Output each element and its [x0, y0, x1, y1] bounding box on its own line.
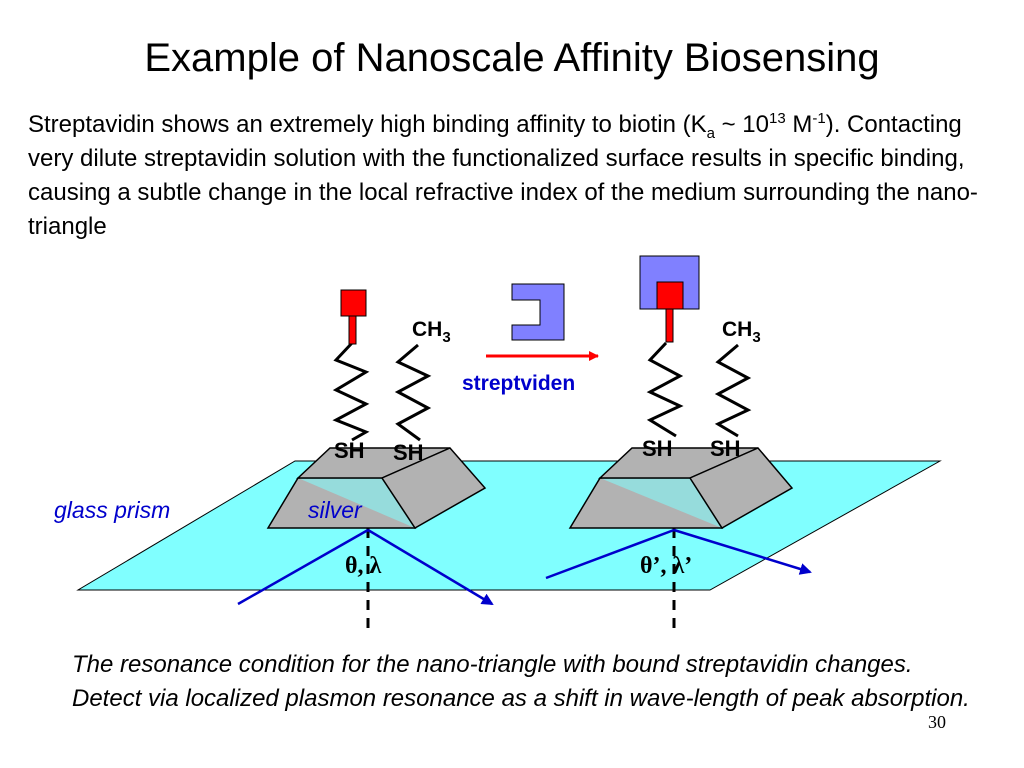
left-biotin-head [340, 289, 367, 317]
left-sh-label-1: SH [334, 438, 365, 463]
left-angle-label: θ, λ [345, 553, 382, 579]
right-linker-biotin [646, 341, 684, 438]
glass-prism-label: glass prism [54, 497, 170, 523]
right-biotin-head [656, 281, 684, 310]
left-silver-triangle [266, 447, 487, 530]
intro-paragraph: Streptavidin shows an extremely high bin… [28, 108, 1008, 244]
slide-title: Example of Nanoscale Affinity Biosensing [144, 36, 880, 80]
paragraph-part3: M [785, 111, 813, 138]
right-ch3-label: CH3 [722, 318, 761, 346]
streptavidin-free [511, 283, 565, 341]
right-silver-triangle [568, 447, 794, 530]
right-incident-beam [545, 528, 675, 580]
left-ch3-label: CH3 [412, 318, 451, 346]
paragraph-part4: ). Contacting very dilute streptavidin s… [28, 111, 978, 240]
right-angle-label: θ’, λ’ [640, 553, 692, 579]
left-reflected-beam [367, 528, 494, 606]
exponent-13: 13 [769, 110, 786, 127]
ka-subscript: a [706, 124, 715, 142]
right-reflected-beam [673, 528, 812, 575]
paragraph-part1: Streptavidin shows an extremely high bin… [28, 111, 707, 138]
left-incident-beam [237, 528, 369, 606]
glass-prism [76, 460, 942, 591]
exponent-neg1: -1 [812, 110, 826, 127]
right-sh-label-2: SH [710, 436, 741, 461]
page-number: 30 [928, 712, 946, 732]
streptavidin-arrow-label: streptviden [462, 372, 575, 395]
left-sh-label-2: SH [393, 440, 424, 465]
right-sh-label-1: SH [642, 436, 673, 461]
caption-text: The resonance condition for the nano-tri… [72, 651, 970, 712]
paragraph-part2: ~ 10 [714, 111, 769, 138]
silver-label: silver [308, 497, 363, 523]
left-linker-ch3 [394, 343, 432, 442]
left-linker-biotin [332, 341, 370, 442]
right-linker-ch3 [714, 343, 752, 438]
